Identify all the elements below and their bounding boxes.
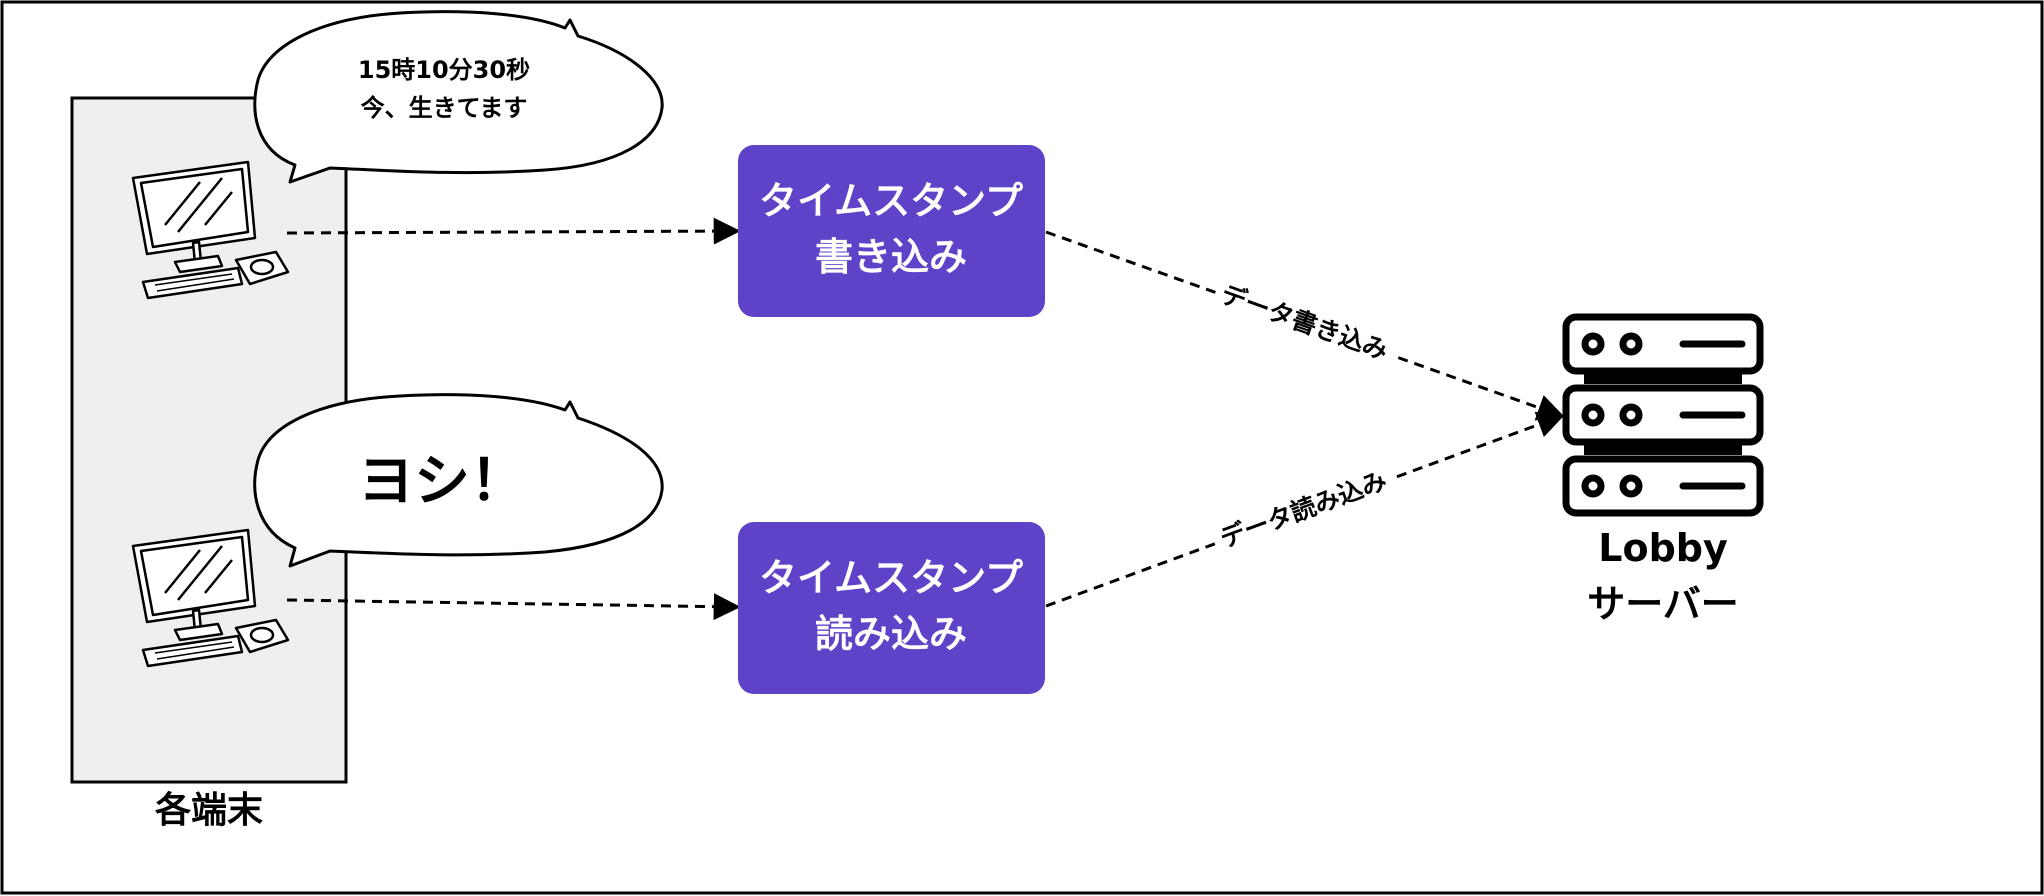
bubble-bottom-text: ヨシ！: [358, 449, 526, 514]
timestamp-read-box: [738, 522, 1045, 694]
server-label-line1: Lobby: [1598, 526, 1728, 570]
server-label-line2: サーバー: [1587, 582, 1739, 626]
server-icon: [1562, 313, 1764, 517]
arrow-terminal-to-read: [286, 593, 741, 621]
bubble-top-line2: 今、生きてます: [361, 94, 528, 122]
timestamp-write-box: [738, 145, 1045, 317]
arrow-terminal-to-write: [286, 217, 741, 245]
bubble-top-line1: 15時10分30秒: [358, 56, 530, 84]
terminals-label: 各端末: [155, 790, 263, 831]
speech-bubble: [253, 10, 664, 184]
timestamp-write-line2: 書き込み: [815, 235, 967, 279]
timestamp-read-line1: タイムスタンプ: [759, 556, 1023, 600]
timestamp-read-line2: 読み込み: [815, 612, 967, 656]
computer-icon: [131, 160, 290, 300]
timestamp-write-line1: タイムスタンプ: [759, 179, 1023, 223]
speech-bubble: [253, 393, 664, 568]
computer-icon: [131, 528, 290, 668]
